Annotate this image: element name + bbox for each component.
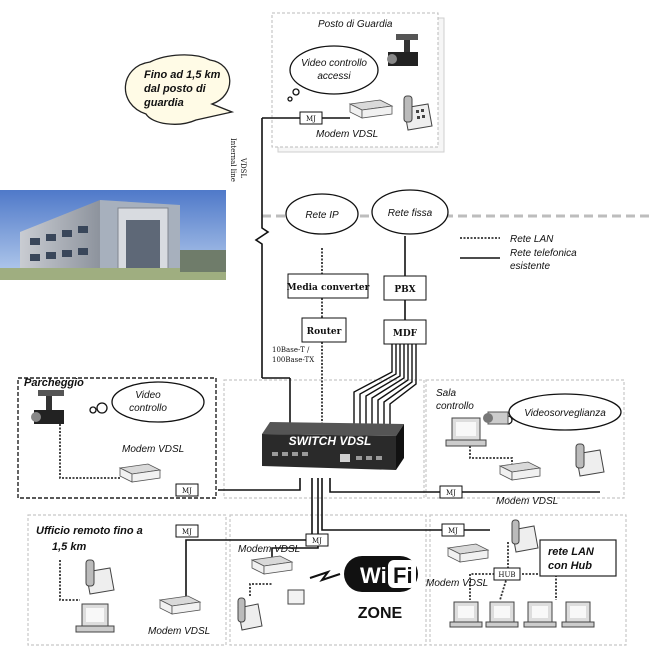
wifi-zone-label: ZONE bbox=[358, 605, 403, 622]
computer-icon bbox=[485, 601, 519, 628]
access-video-cloud: Video controllo accessi bbox=[287, 45, 379, 102]
middle-zone bbox=[223, 379, 425, 499]
svg-text:HUB: HUB bbox=[498, 571, 515, 579]
svg-text:Fi: Fi bbox=[393, 563, 413, 588]
svg-text:Wi: Wi bbox=[360, 563, 387, 588]
legend-phone-label-2: esistente bbox=[510, 261, 550, 272]
office-title-1: Ufficio remoto fino a bbox=[36, 525, 143, 537]
rete-fissa-label: Rete fissa bbox=[388, 208, 433, 219]
router-label: Router bbox=[307, 327, 342, 337]
internal-line-label: Internal line bbox=[229, 138, 237, 182]
router-box: Router bbox=[301, 317, 347, 343]
sala-modem-label: Modem VDSL bbox=[496, 496, 558, 507]
office-title-2: 1,5 km bbox=[52, 541, 86, 553]
pbx-label: PBX bbox=[394, 285, 415, 295]
modem-icon bbox=[118, 463, 162, 483]
parking-title: Parcheggio bbox=[24, 377, 84, 389]
building-photo bbox=[0, 190, 226, 280]
svg-text:MJ: MJ bbox=[448, 527, 458, 535]
telephone-icon bbox=[237, 597, 263, 631]
mj-connectors: MJ MJ MJ MJ MJ MJ HUB bbox=[175, 111, 521, 581]
mdf-box: MDF bbox=[383, 319, 427, 345]
callout-line-2: dal posto di bbox=[144, 83, 207, 95]
sala-label-1: Sala bbox=[436, 388, 456, 399]
telephone-icon bbox=[403, 95, 433, 131]
base-label-1: 10Base-T / bbox=[272, 346, 310, 354]
rete-fissa-cloud: Rete fissa bbox=[371, 189, 449, 235]
wifi-modem-label: Modem VDSL bbox=[238, 544, 300, 555]
modem-icon bbox=[498, 461, 542, 481]
svg-text:MJ: MJ bbox=[446, 489, 456, 497]
legend-phone-label-1: Rete telefonica bbox=[510, 248, 577, 259]
wifi-zone bbox=[229, 514, 427, 646]
svg-text:MJ: MJ bbox=[182, 528, 192, 536]
svg-text:MJ: MJ bbox=[312, 537, 322, 545]
lan-modem-label: Modem VDSL bbox=[426, 578, 488, 589]
camera-icon bbox=[387, 34, 418, 66]
remote-office-zone bbox=[27, 514, 227, 646]
park-video-label-2: controllo bbox=[129, 403, 167, 414]
modem-icon bbox=[446, 543, 490, 563]
video-access-label-2: accessi bbox=[317, 71, 351, 82]
lan-hub-label-1: rete LAN bbox=[548, 546, 595, 558]
modem-icon bbox=[158, 595, 202, 615]
rete-ip-label: Rete IP bbox=[305, 210, 339, 221]
legend-lan-label: Rete LAN bbox=[510, 234, 554, 245]
telephone-icon bbox=[511, 519, 539, 553]
camera-icon bbox=[483, 411, 509, 425]
lan-hub-callout: rete LAN con Hub bbox=[539, 539, 617, 577]
videosorveglianza-cloud: Videosorveglianza bbox=[503, 393, 622, 431]
computer-icon bbox=[523, 601, 557, 628]
park-video-cloud: Video controllo bbox=[89, 381, 205, 423]
base-label-2: 100Base-TX bbox=[272, 356, 314, 364]
computer-icon bbox=[449, 601, 483, 628]
distance-callout: Fino ad 1,5 km dal posto di guardia bbox=[124, 54, 235, 125]
telephone-icon bbox=[575, 443, 605, 477]
computer-icon bbox=[445, 417, 487, 447]
camera-icon bbox=[31, 390, 64, 424]
computer-icon bbox=[561, 601, 595, 628]
svg-text:MJ: MJ bbox=[182, 487, 192, 495]
vdsl-switch: SWITCH VDSL bbox=[262, 422, 404, 470]
modem-icon bbox=[348, 99, 394, 119]
lan-hub-label-2: con Hub bbox=[548, 560, 592, 572]
wireless-access-point bbox=[287, 570, 341, 605]
control-room-zone bbox=[425, 379, 625, 499]
media-converter-box: Media converter bbox=[287, 273, 370, 299]
legend: Rete LAN Rete telefonica esistente bbox=[460, 234, 577, 272]
video-access-label-1: Video controllo bbox=[301, 58, 367, 69]
media-converter-label: Media converter bbox=[287, 283, 370, 293]
switch-label: SWITCH VDSL bbox=[289, 434, 372, 448]
computer-icon bbox=[75, 603, 115, 633]
callout-line-1: Fino ad 1,5 km bbox=[144, 69, 221, 81]
telephone-icon bbox=[85, 559, 115, 595]
wifi-logo: Wi Fi ZONE bbox=[344, 556, 418, 622]
videosorveglianza-label: Videosorveglianza bbox=[524, 408, 606, 419]
lan-hub-zone bbox=[429, 514, 627, 646]
mdf-label: MDF bbox=[393, 329, 418, 339]
rete-ip-cloud: Rete IP bbox=[285, 193, 359, 235]
office-modem-label: Modem VDSL bbox=[148, 626, 210, 637]
guard-post-title: Posto di Guardia bbox=[318, 19, 393, 30]
park-modem-label: Modem VDSL bbox=[122, 444, 184, 455]
guard-modem-label: Modem VDSL bbox=[316, 129, 378, 140]
phone-wires bbox=[185, 117, 600, 600]
vdsl-line-label: VDSL bbox=[239, 157, 247, 178]
park-video-label-1: Video bbox=[135, 390, 161, 401]
callout-line-3: guardia bbox=[143, 97, 184, 109]
modem-icon bbox=[250, 555, 294, 575]
sala-label-2: controllo bbox=[436, 401, 474, 412]
pbx-box: PBX bbox=[383, 275, 427, 301]
svg-text:MJ: MJ bbox=[306, 115, 316, 123]
